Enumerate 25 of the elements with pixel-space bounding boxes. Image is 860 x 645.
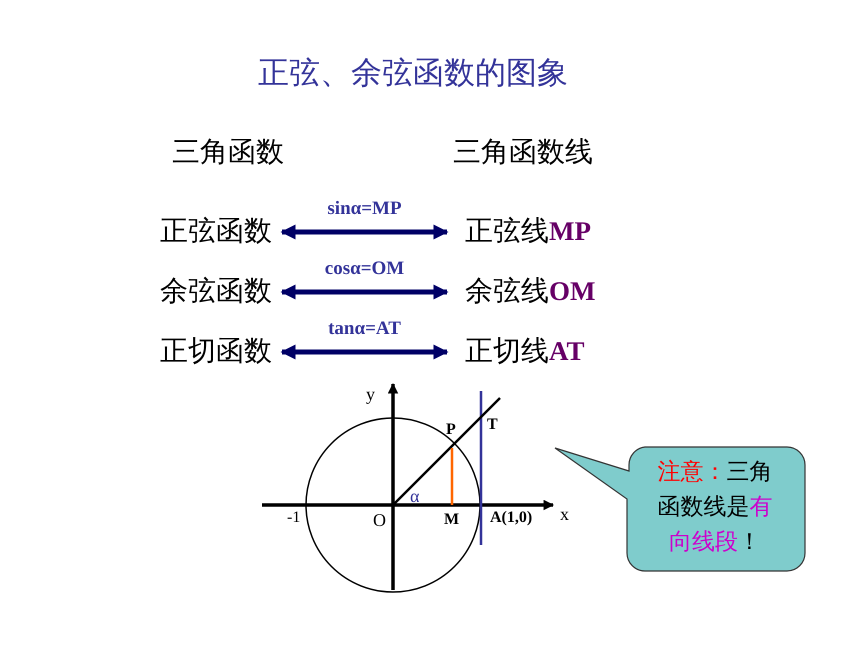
- function-name: 正弦线MP: [465, 214, 591, 248]
- title: 正弦、余弦函数的图象: [257, 54, 569, 93]
- angle-label: α: [410, 487, 420, 505]
- axis-label: y: [366, 385, 375, 403]
- edge-label: sinα=MP: [327, 198, 402, 220]
- point-label: A(1,0): [490, 509, 532, 527]
- function-name: 余弦线OM: [465, 274, 596, 308]
- function-name: 正弦函数: [160, 214, 272, 248]
- tick-label: -1: [287, 509, 300, 527]
- note-text: 注意：三角函数线是有向线段！: [656, 458, 774, 557]
- point-label: P: [446, 421, 456, 439]
- column-heading: 三角函数线: [453, 134, 593, 170]
- column-heading: 三角函数: [172, 134, 284, 170]
- function-name: 正切线AT: [465, 334, 585, 368]
- function-name: 正切函数: [160, 334, 272, 368]
- function-name: 余弦函数: [160, 274, 272, 308]
- point-label: O: [373, 511, 386, 529]
- edge-label: tanα=AT: [328, 318, 401, 340]
- double-arrow: [280, 344, 448, 360]
- double-arrow: [280, 284, 448, 300]
- edge-label: cosα=OM: [324, 258, 404, 280]
- double-arrow: [280, 224, 448, 240]
- axis-label: x: [560, 505, 569, 523]
- point-label: M: [444, 511, 460, 529]
- point-label: T: [487, 416, 498, 434]
